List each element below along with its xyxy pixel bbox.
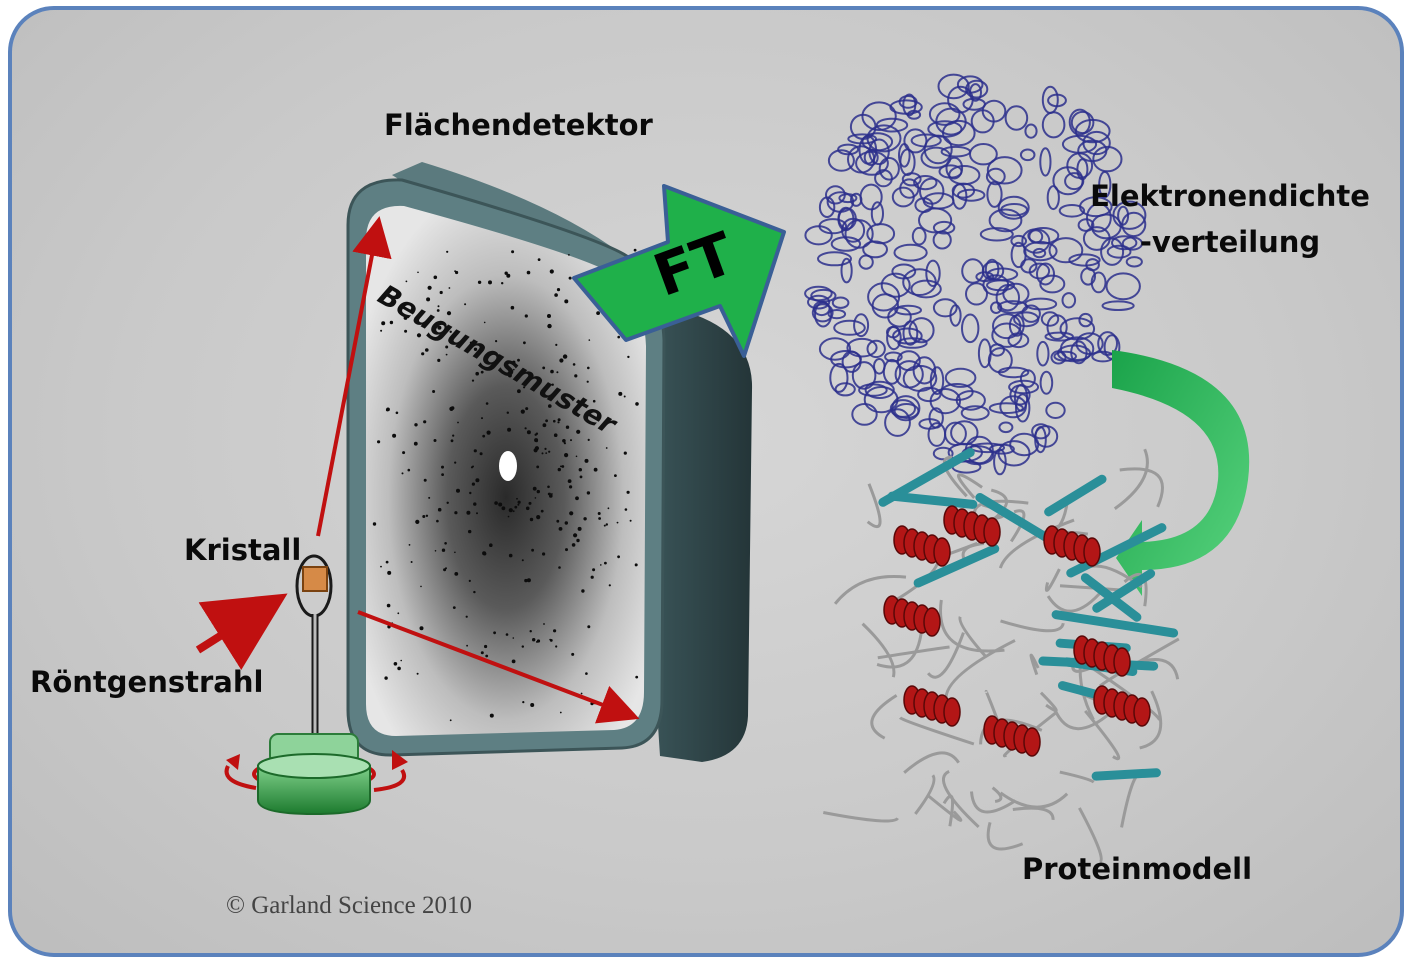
xray-beam-arrow xyxy=(195,593,288,670)
ft-arrow xyxy=(572,184,786,358)
area-detector xyxy=(346,162,753,762)
xray-label: Röntgenstrahl xyxy=(30,665,264,699)
density-label-line2: -verteilung xyxy=(1139,225,1321,259)
protein-ribbon-model xyxy=(823,448,1180,864)
diffracted-ray-up xyxy=(316,216,392,537)
density-label-line1: Elektronendichte xyxy=(1090,179,1370,213)
diffracted-ray-down xyxy=(357,610,640,724)
detector-label: Flächendetektor xyxy=(384,108,653,142)
copyright-notice: © Garland Science 2010 xyxy=(226,892,472,919)
crystal xyxy=(302,566,328,592)
crystal-mount xyxy=(224,554,408,816)
beam-stop xyxy=(499,451,517,481)
curved-arrow xyxy=(1112,350,1250,596)
protein-model-label: Proteinmodell xyxy=(1022,852,1253,886)
diagram-frame: Flächendetektor Elektronendichte -vertei… xyxy=(8,6,1404,957)
diagram-art xyxy=(195,73,1250,864)
crystal-label: Kristall xyxy=(184,533,302,567)
diffraction-spots xyxy=(372,248,639,722)
electron-density-map xyxy=(804,73,1147,476)
